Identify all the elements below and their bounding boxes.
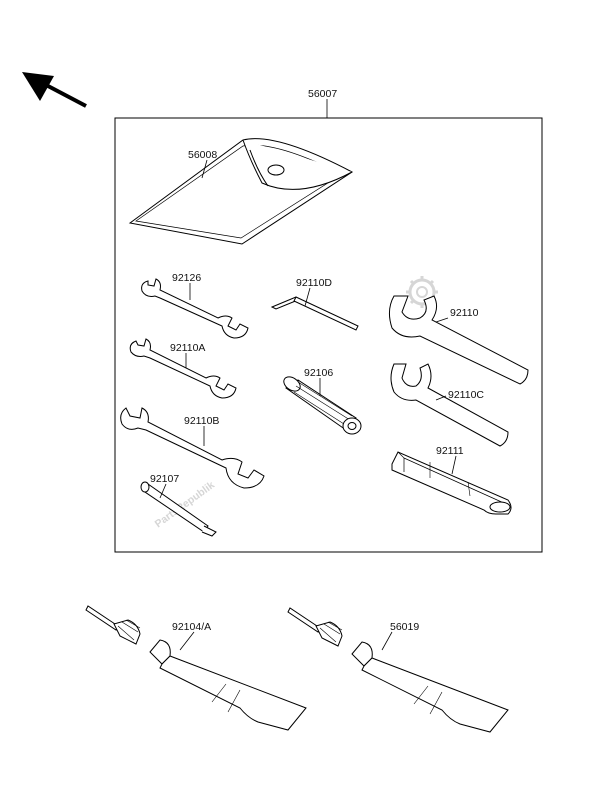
label-hex-key: 92110D — [296, 277, 332, 289]
label-grease-tube-2: 56019 — [390, 621, 419, 633]
label-kit: 56007 — [308, 88, 337, 100]
grease-tube-2 — [287, 607, 509, 733]
label-spanner-92110c: 92110C — [448, 389, 484, 401]
watermark: PartsRepublik — [153, 479, 217, 530]
screwdriver-grip — [391, 451, 512, 515]
direction-arrow-icon — [22, 72, 87, 108]
plug-wrench-handle — [283, 376, 362, 435]
label-tool-bag: 56008 — [188, 149, 217, 161]
hex-key — [270, 296, 359, 331]
label-wrench-92110a: 92110A — [170, 342, 205, 354]
wrench-92110a — [129, 338, 237, 399]
screwdriver — [140, 481, 217, 537]
label-screwdriver-grip: 92111 — [436, 445, 464, 457]
wrench-92126 — [141, 278, 249, 339]
tool-bag — [128, 138, 353, 245]
wrench-92110b — [120, 407, 265, 489]
label-grease-tube-1: 92104/A — [172, 621, 211, 633]
spanner-92110c — [390, 363, 509, 447]
spanner-92110 — [388, 295, 529, 385]
grease-tube-1 — [85, 605, 307, 731]
label-screwdriver: 92107 — [150, 473, 179, 485]
watermark-text: PartsRepublik — [153, 479, 217, 530]
label-plug-wrench-handle: 92106 — [304, 367, 333, 379]
label-wrench-92126: 92126 — [172, 272, 201, 284]
label-spanner-92110: 92110 — [450, 307, 479, 319]
kit-box — [114, 117, 543, 553]
label-wrench-92110b: 92110B — [184, 415, 219, 427]
